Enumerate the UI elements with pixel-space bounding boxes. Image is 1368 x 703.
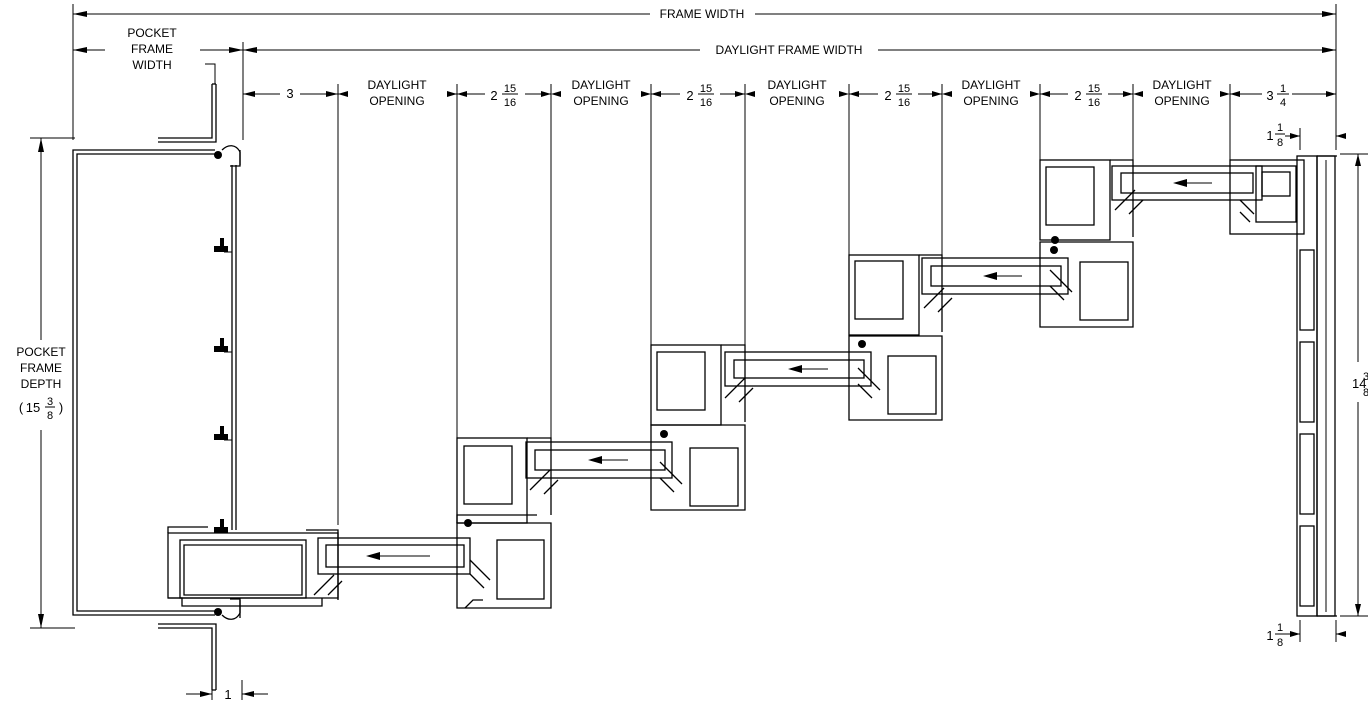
top-right-num: 1 xyxy=(1277,122,1283,134)
pocket-depth-paren-close: ) xyxy=(59,400,63,415)
interlock-4-num: 15 xyxy=(1088,83,1100,95)
pocket-frame-depth-label-3: DEPTH xyxy=(21,377,62,391)
panel-4 xyxy=(848,241,1134,336)
bottom-right-whole: 1 xyxy=(1266,628,1273,643)
pocket-frame-width-label-2: FRAME xyxy=(131,42,173,56)
pocket-depth-whole: 15 xyxy=(26,400,40,415)
right-height-num: 3 xyxy=(1363,371,1368,383)
interlock-1-whole: 2 xyxy=(490,88,497,103)
opening-dimension-row: 3 DAYLIGHT OPENING 2 15 16 DAYLIGHT OPEN… xyxy=(243,78,1336,525)
pocket-frame xyxy=(72,63,241,691)
bottom-left-label: 1 xyxy=(224,687,231,702)
interlock-4-whole: 2 xyxy=(1074,88,1081,103)
daylight-opening-3-line2: OPENING xyxy=(769,94,824,108)
pocket-frame-width-label-3: WIDTH xyxy=(132,58,171,72)
daylight-opening-4-line1: DAYLIGHT xyxy=(961,78,1021,92)
interlock-3-whole: 2 xyxy=(884,88,891,103)
interlock-1-num: 15 xyxy=(504,83,516,95)
left-offset-label: 3 xyxy=(286,86,293,101)
bottom-left-dimension: 1 xyxy=(186,680,268,702)
pocket-depth-paren-open: ( xyxy=(19,400,24,415)
daylight-opening-3-line1: DAYLIGHT xyxy=(767,78,827,92)
daylight-opening-1-line1: DAYLIGHT xyxy=(367,78,427,92)
bottom-right-den: 8 xyxy=(1277,637,1283,649)
pocket-frame-width-label-1: POCKET xyxy=(127,26,177,40)
daylight-opening-5-line1: DAYLIGHT xyxy=(1152,78,1212,92)
frame-width-dimension: FRAME WIDTH xyxy=(72,4,1337,140)
interlock-1-den: 16 xyxy=(504,97,516,109)
pocket-depth-den: 8 xyxy=(47,410,53,422)
top-right-whole: 1 xyxy=(1266,128,1273,143)
right-height-den: 8 xyxy=(1363,387,1368,399)
right-offset-whole: 3 xyxy=(1266,88,1273,103)
daylight-opening-2-line1: DAYLIGHT xyxy=(571,78,631,92)
panel-5 xyxy=(1039,159,1263,244)
daylight-frame-width-label: DAYLIGHT FRAME WIDTH xyxy=(716,43,863,57)
interlock-4-den: 16 xyxy=(1088,97,1100,109)
panel-3 xyxy=(650,335,943,426)
daylight-opening-1-line2: OPENING xyxy=(369,94,424,108)
pocket-frame-depth-label-2: FRAME xyxy=(20,361,62,375)
daylight-opening-2-line2: OPENING xyxy=(573,94,628,108)
pocket-frame-width-dimension: POCKET FRAME WIDTH xyxy=(73,26,243,72)
daylight-frame-width-dimension: DAYLIGHT FRAME WIDTH xyxy=(242,42,1336,140)
daylight-opening-4-line2: OPENING xyxy=(963,94,1018,108)
panel-2 xyxy=(456,424,746,524)
right-small-dimensions: 1 1 8 1 1 8 14 3 8 xyxy=(1266,122,1368,649)
bottom-right-num: 1 xyxy=(1277,622,1283,634)
right-offset-num: 1 xyxy=(1280,83,1286,95)
pocket-frame-depth-dimension: POCKET FRAME DEPTH ( 15 3 8 ) xyxy=(16,137,75,629)
pocket-frame-depth-label-1: POCKET xyxy=(16,345,66,359)
interlock-2-num: 15 xyxy=(700,83,712,95)
interlock-2-den: 16 xyxy=(700,97,712,109)
pocket-fasteners xyxy=(214,238,232,534)
interlock-3-den: 16 xyxy=(898,97,910,109)
pocket-depth-num: 3 xyxy=(47,396,53,408)
top-right-den: 8 xyxy=(1277,137,1283,149)
interlock-3-num: 15 xyxy=(898,83,910,95)
right-jamb xyxy=(1229,155,1337,617)
frame-width-label: FRAME WIDTH xyxy=(660,7,745,21)
daylight-opening-5-line2: OPENING xyxy=(1154,94,1209,108)
right-offset-den: 4 xyxy=(1280,97,1286,109)
interlock-2-whole: 2 xyxy=(686,88,693,103)
right-height-whole: 14 xyxy=(1352,376,1366,391)
